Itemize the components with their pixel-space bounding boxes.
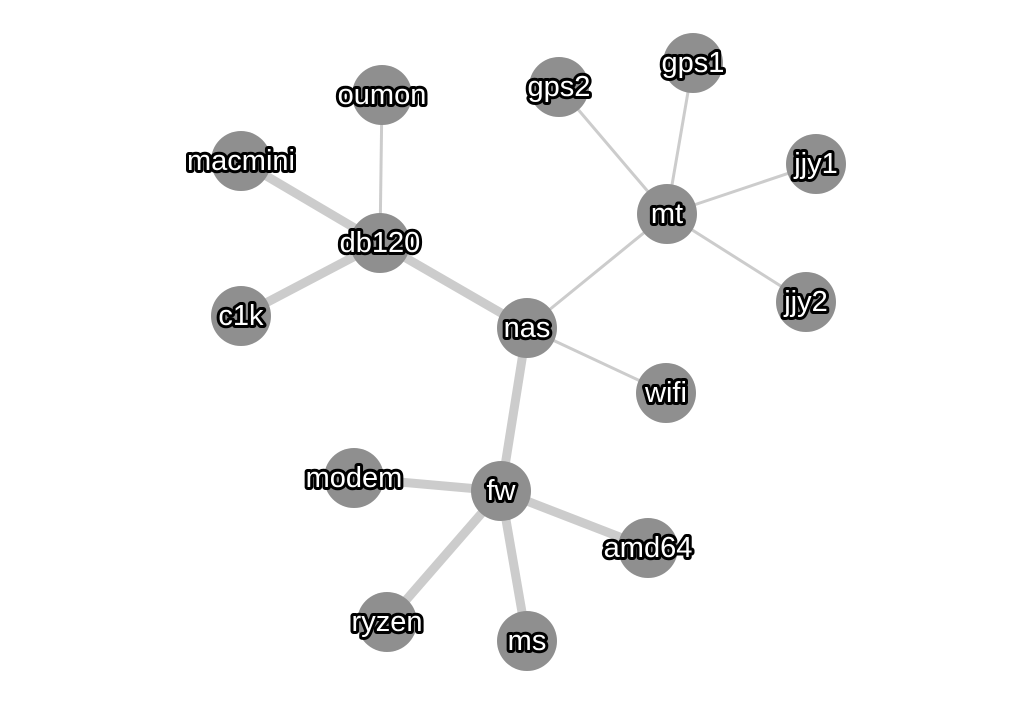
- edge-nas-mt: [526, 212, 668, 330]
- node-fw[interactable]: fw: [471, 461, 531, 521]
- node-label: macmini: [187, 145, 295, 177]
- node-ryzen[interactable]: ryzen: [349, 592, 425, 652]
- node-label: modem: [306, 462, 403, 494]
- node-circle: [211, 131, 271, 191]
- node-label: jjy2: [783, 286, 828, 318]
- node-c1k[interactable]: c1k: [211, 286, 271, 346]
- node-label: amd64: [604, 532, 693, 564]
- node-circle: [352, 65, 412, 125]
- node-label: jjy1: [793, 148, 838, 180]
- node-oumon[interactable]: oumon: [335, 65, 429, 125]
- node-label: c1k: [218, 300, 264, 332]
- node-ms[interactable]: ms: [497, 611, 557, 671]
- node-modem[interactable]: modem: [303, 448, 405, 508]
- node-jjy2[interactable]: jjy2: [776, 272, 836, 332]
- node-circle: [663, 33, 723, 93]
- node-label: ms: [508, 625, 547, 657]
- node-circle: [324, 448, 384, 508]
- node-circle: [497, 611, 557, 671]
- node-circle: [350, 213, 410, 273]
- node-mt[interactable]: mt: [637, 184, 697, 244]
- node-circle: [637, 184, 697, 244]
- node-label: nas: [504, 312, 551, 344]
- node-circle: [776, 272, 836, 332]
- node-label: fw: [487, 475, 517, 507]
- node-db120[interactable]: db120: [337, 213, 423, 273]
- node-label: ryzen: [352, 606, 423, 638]
- node-label: gps1: [662, 47, 725, 79]
- node-wifi[interactable]: wifi: [636, 363, 696, 423]
- node-gps2[interactable]: gps2: [525, 57, 593, 117]
- node-macmini[interactable]: macmini: [184, 131, 298, 191]
- node-label: wifi: [644, 377, 687, 409]
- node-amd64[interactable]: amd64: [601, 518, 695, 578]
- node-circle: [618, 518, 678, 578]
- node-circle: [529, 57, 589, 117]
- node-gps1[interactable]: gps1: [659, 33, 727, 93]
- node-circle: [471, 461, 531, 521]
- node-label: db120: [340, 227, 421, 259]
- node-circle: [636, 363, 696, 423]
- node-nas[interactable]: nas: [497, 298, 557, 358]
- node-circle: [211, 286, 271, 346]
- node-circle: [786, 134, 846, 194]
- node-label: gps2: [528, 71, 591, 103]
- node-circle: [497, 298, 557, 358]
- node-jjy1[interactable]: jjy1: [786, 134, 846, 194]
- node-label: oumon: [338, 79, 427, 111]
- node-circle: [357, 592, 417, 652]
- node-label: mt: [651, 198, 683, 230]
- node-layer: nas db120 mt fw wifi oumon macmini c1k gps2 gps1 j…: [184, 33, 846, 671]
